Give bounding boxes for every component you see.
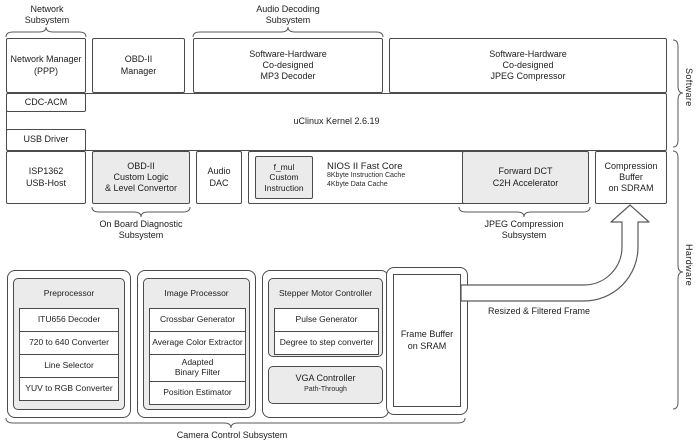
- hardware-side-label: Hardware: [684, 244, 694, 287]
- jpeg-subsystem-brace: [458, 206, 591, 218]
- hardware-side-brace: [672, 150, 684, 410]
- line-selector-row: Line Selector: [19, 354, 119, 378]
- obdii-custom-logic-box: OBD-II Custom Logic & Level Convertor: [92, 151, 190, 204]
- position-estimator-row: Position Estimator: [149, 381, 246, 405]
- audio-dac-box: Audio DAC: [196, 151, 242, 204]
- onboard-diagnostic-label: On Board Diagnostic Subsystem: [99, 219, 183, 241]
- image-processor-title: Image Processor: [164, 288, 229, 298]
- preprocessor-panel: Preprocessor ITU656 Decoder 720 to 640 C…: [13, 278, 125, 410]
- audio-subsystem-brace: [192, 26, 384, 38]
- nios-core-title: NIOS II Fast Core: [327, 161, 403, 172]
- jpeg-compressor-box: Software-Hardware Co-designed JPEG Compr…: [389, 38, 667, 93]
- software-side-brace: [672, 39, 684, 148]
- camera-subsystem-brace: [5, 417, 466, 429]
- compression-buffer-box: Compression Buffer on SDRAM: [595, 151, 667, 204]
- vga-controller-panel: VGA Controller Path-Through: [268, 366, 383, 404]
- average-color-extractor-row: Average Color Extractor: [149, 331, 246, 355]
- jpeg-subsystem-label: JPEG Compression Subsystem: [484, 219, 564, 241]
- obdii-manager-box: OBD-II Manager: [92, 38, 185, 93]
- forward-dct-box: Forward DCT C2H Accelerator: [462, 151, 589, 204]
- network-subsystem-brace: [5, 26, 87, 38]
- degree-to-step-row: Degree to step converter: [274, 331, 379, 355]
- usb-driver-box: USB Driver: [6, 129, 86, 151]
- isp1362-usb-host-box: ISP1362 USB-Host: [6, 151, 86, 204]
- cdc-acm-box: CDC-ACM: [6, 93, 86, 112]
- stepper-motor-title: Stepper Motor Controller: [278, 288, 373, 298]
- vga-path-through-label: Path-Through: [304, 386, 347, 393]
- crossbar-generator-row: Crossbar Generator: [149, 308, 246, 332]
- adapted-binary-filter-row: Adapted Binary Filter: [149, 354, 246, 382]
- camera-subsystem-label: Camera Control Subsystem: [176, 430, 288, 440]
- network-subsystem-label: Network Subsystem: [24, 4, 70, 26]
- frame-buffer-box: Frame Buffer on SRAM: [393, 274, 461, 407]
- software-side-label: Software: [684, 68, 694, 107]
- mp3-decoder-box: Software-Hardware Co-designed MP3 Decode…: [193, 38, 383, 93]
- nios-instruction-cache: 8Kbyte Instruction Cache: [327, 172, 406, 179]
- audio-subsystem-label: Audio Decoding Subsystem: [256, 4, 320, 26]
- stepper-motor-panel: Stepper Motor Controller Pulse Generator…: [268, 278, 383, 357]
- preprocessor-title: Preprocessor: [43, 288, 95, 298]
- 720-to-640-converter-row: 720 to 640 Converter: [19, 331, 119, 355]
- nios-data-cache: 4Kbyte Data Cache: [327, 180, 388, 188]
- onboard-diagnostic-brace: [91, 206, 191, 218]
- fmul-custom-instruction-box: f_mul Custom Instruction: [255, 156, 313, 199]
- uclinux-kernel-box: uClinux Kernel 2.6.19: [6, 93, 667, 151]
- pulse-generator-row: Pulse Generator: [274, 308, 379, 332]
- itu656-decoder-row: ITU656 Decoder: [19, 308, 119, 332]
- yuv-to-rgb-converter-row: YUV to RGB Converter: [19, 377, 119, 401]
- image-processor-panel: Image Processor Crossbar Generator Avera…: [143, 278, 250, 410]
- nios-core-text: NIOS II Fast Core 8Kbyte Instruction Cac…: [327, 161, 462, 190]
- resized-frame-label: Resized & Filtered Frame: [487, 306, 591, 316]
- vga-controller-title: VGA Controller: [295, 373, 356, 383]
- network-manager-box: Network Manager (PPP): [6, 38, 86, 93]
